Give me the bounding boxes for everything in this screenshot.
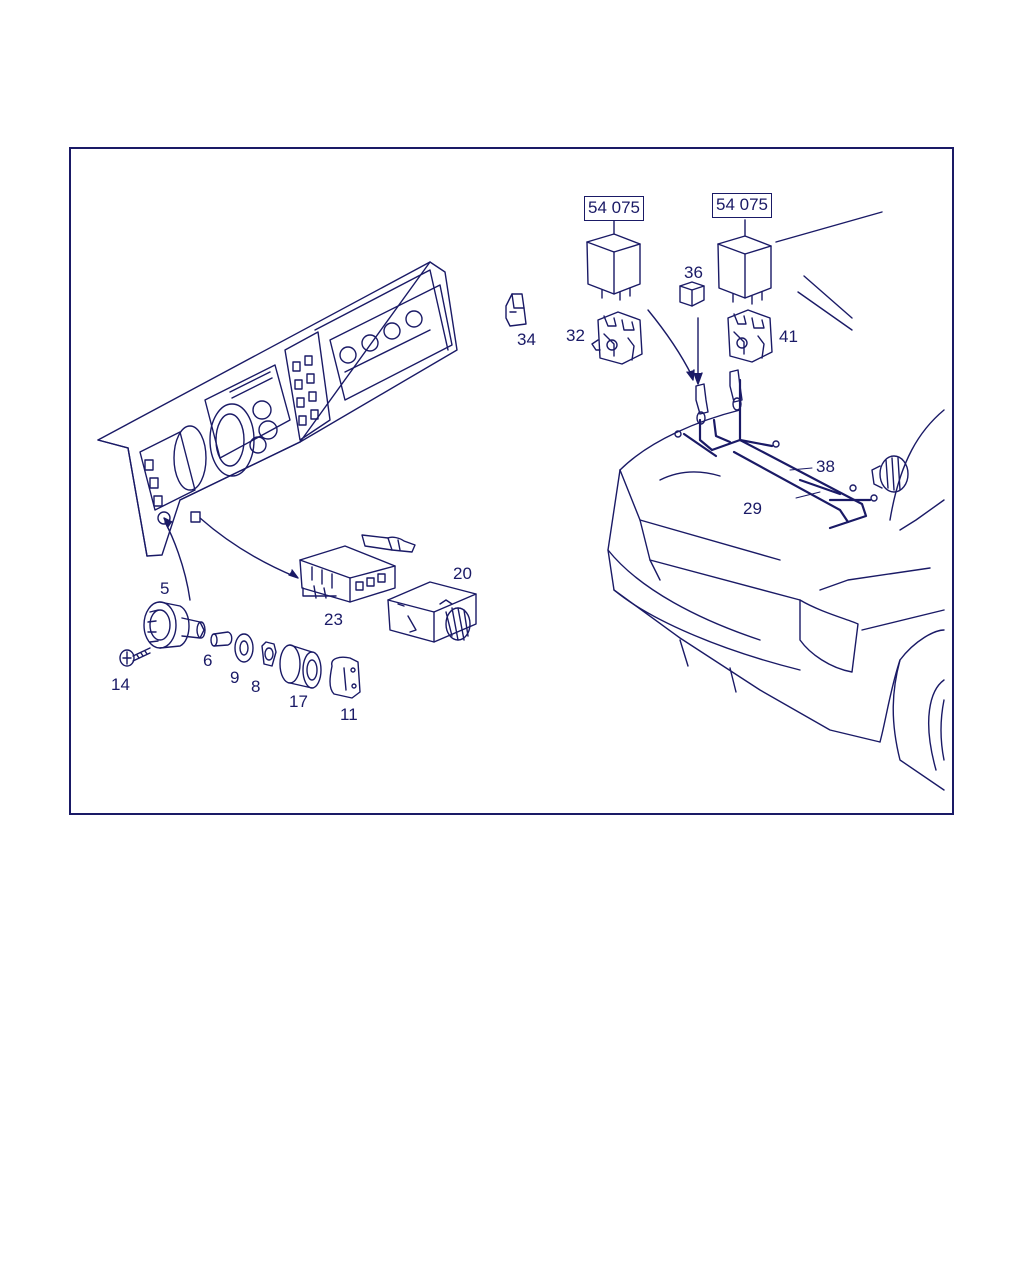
- screw-14: [119, 647, 151, 667]
- callout-36: 36: [684, 263, 703, 282]
- callout-11: 11: [340, 705, 358, 724]
- callout-9: 9: [230, 668, 240, 687]
- diagram-frame: [69, 147, 954, 815]
- callout-20: 20: [453, 564, 472, 583]
- relay-left: [586, 219, 641, 301]
- arrow-23: [199, 517, 297, 578]
- relay-socket-32: [591, 311, 643, 365]
- connector-36: [679, 281, 705, 307]
- vehicle-front: [607, 211, 945, 791]
- sleeve-17: [279, 644, 322, 689]
- switch-23: [299, 545, 396, 603]
- relay-right: [717, 219, 772, 305]
- wiring-harness: [682, 378, 872, 530]
- callout-32: 32: [566, 326, 585, 345]
- rotary-switch-5: [143, 601, 206, 649]
- callout-41: 41: [779, 327, 798, 346]
- knob-11: [329, 656, 361, 699]
- horn: [871, 455, 909, 493]
- callout-23: 23: [324, 610, 343, 629]
- connector-34: [505, 293, 527, 327]
- callout-38: 38: [816, 457, 835, 476]
- callout-8: 8: [251, 677, 261, 696]
- reference-box-left: 54 075: [584, 196, 644, 221]
- callout-17: 17: [289, 692, 308, 711]
- relay-socket-41: [727, 309, 773, 363]
- callout-34: 34: [517, 330, 536, 349]
- instrument-panel: [97, 261, 458, 557]
- reference-box-right: 54 075: [712, 193, 772, 218]
- arrow-32: [647, 309, 693, 377]
- washer-9: [234, 633, 254, 663]
- nut-8: [261, 641, 277, 667]
- bulb-6: [210, 631, 233, 647]
- callout-5: 5: [160, 579, 170, 598]
- callout-14: 14: [111, 675, 130, 694]
- switch-20: [387, 581, 477, 643]
- callout-29: 29: [743, 499, 762, 518]
- callout-6: 6: [203, 651, 213, 670]
- connector-terminal: [361, 534, 416, 553]
